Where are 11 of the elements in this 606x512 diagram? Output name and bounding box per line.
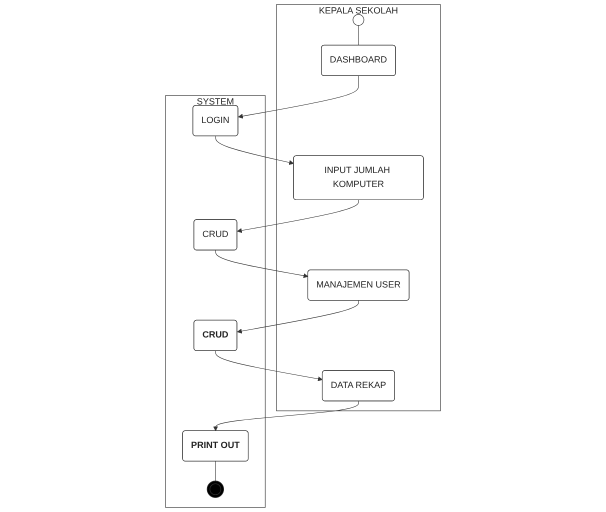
arrow	[215, 350, 323, 382]
node-circle	[352, 14, 364, 26]
arrow	[215, 136, 294, 165]
arrow	[215, 250, 308, 278]
arrow	[237, 300, 360, 334]
node-circle	[206, 480, 224, 498]
connector	[215, 461, 216, 482]
arrow	[238, 76, 360, 119]
arrow	[213, 400, 360, 432]
connector	[358, 25, 360, 46]
arrow	[237, 200, 360, 233]
